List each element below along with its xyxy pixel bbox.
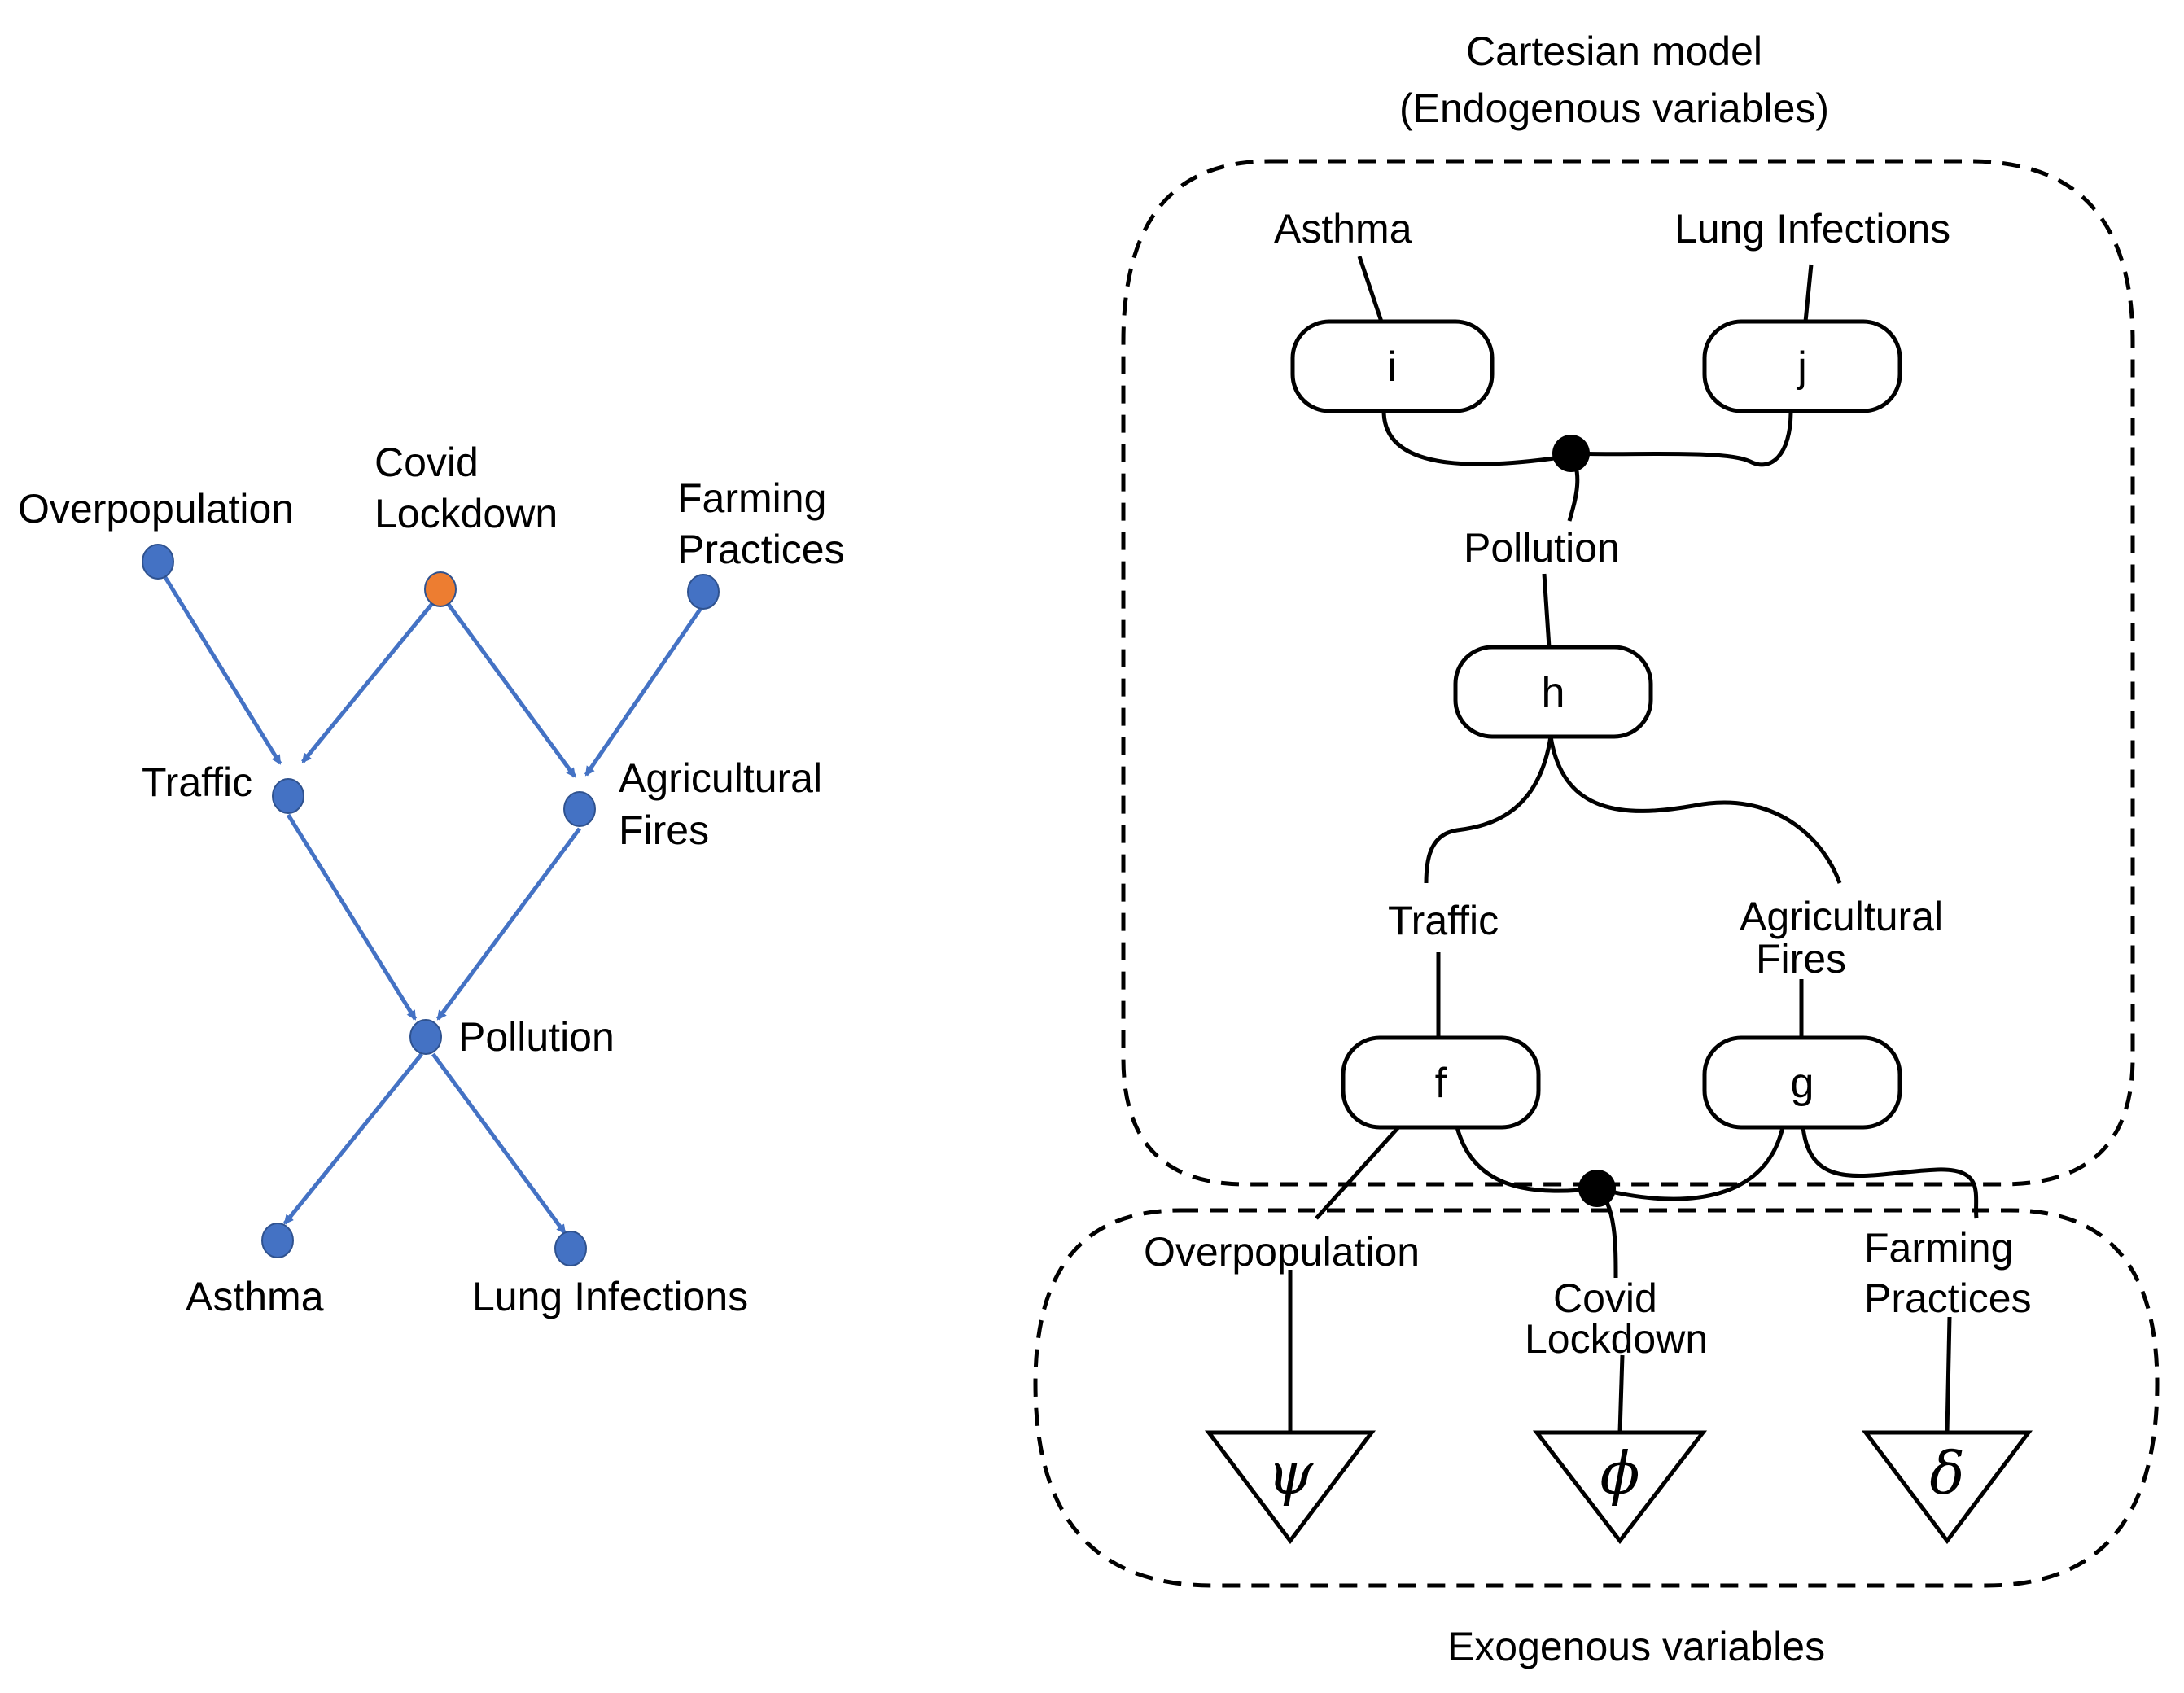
- node-asthma: [261, 1223, 294, 1258]
- label-farming-line1: Farming: [677, 475, 826, 521]
- edge-pollution-lung-infections: [431, 1052, 567, 1235]
- endogenous-title-line2: (Endogenous variables): [1399, 85, 1829, 131]
- box-i: i: [1290, 319, 1495, 413]
- wire-j-to-copy: [1570, 410, 1793, 467]
- box-g-label: g: [1791, 1060, 1814, 1107]
- wire-f-to-overpopulation: [1315, 1126, 1400, 1220]
- dag-edges: [157, 567, 707, 1235]
- wire-h-to-traffic: [1424, 736, 1553, 884]
- mechanism-boxes: i j h f g: [1290, 319, 1902, 1130]
- box-g: g: [1702, 1035, 1902, 1130]
- wire-i-to-copy: [1381, 410, 1572, 466]
- box-h: h: [1453, 645, 1653, 739]
- exogenous-states: ψ ϕ δ: [1204, 1430, 2033, 1545]
- wire-label-farming-line1: Farming: [1864, 1225, 2013, 1271]
- node-pollution: [409, 1019, 442, 1055]
- exogenous-footer: Exogenous variables: [1447, 1624, 1825, 1669]
- box-f-label: f: [1435, 1060, 1447, 1107]
- label-agri-line1: Agricultural: [619, 755, 822, 801]
- wire-f-to-covid-copy: [1455, 1126, 1598, 1193]
- box-j: j: [1702, 319, 1902, 413]
- label-covid-line2: Lockdown: [374, 491, 558, 536]
- wire-labels: Asthma Lung Infections Pollution Traffic…: [1144, 206, 2032, 1362]
- copy-dot-pollution: [1552, 435, 1590, 472]
- wire-label-covid-line1: Covid: [1553, 1275, 1657, 1321]
- wire-label-pollution: Pollution: [1464, 525, 1620, 571]
- label-lung-infections: Lung Infections: [472, 1274, 748, 1319]
- right-string-diagram: Cartesian model (Endogenous variables) E…: [1033, 28, 2160, 1669]
- copy-dot-covid-lockdown: [1578, 1170, 1616, 1207]
- wire-label-lung-infections: Lung Infections: [1674, 206, 1950, 252]
- label-overpopulation: Overpopulation: [18, 486, 294, 532]
- edge-traffic-pollution: [286, 813, 418, 1021]
- box-i-label: i: [1387, 343, 1397, 391]
- label-covid-line1: Covid: [374, 440, 479, 485]
- endogenous-title-line1: Cartesian model: [1466, 28, 1762, 74]
- psi-symbol: ψ: [1267, 1439, 1315, 1507]
- wire-g-to-farming: [1801, 1126, 1979, 1219]
- box-j-label: j: [1796, 343, 1807, 391]
- box-f: f: [1341, 1035, 1541, 1130]
- wire-label-agri-line2: Fires: [1756, 936, 1846, 982]
- wires: [1288, 256, 1979, 1433]
- node-traffic: [272, 778, 304, 814]
- dag-nodes: [142, 544, 720, 1266]
- label-traffic: Traffic: [142, 759, 252, 805]
- left-causal-graph: Overpopulation Covid Lockdown Farming Pr…: [18, 440, 845, 1319]
- label-agri-line2: Fires: [619, 807, 709, 853]
- label-farming-line2: Practices: [677, 527, 845, 572]
- phi-symbol: ϕ: [1600, 1439, 1639, 1507]
- edge-covid-agricultural-fires: [440, 595, 577, 778]
- endogenous-region: [1121, 159, 2135, 1187]
- exogenous-region: [1033, 1208, 2160, 1588]
- wire-pollution-to-h: [1542, 573, 1552, 648]
- wire-covid-to-phi: [1617, 1354, 1625, 1433]
- state-delta: δ: [1861, 1430, 2033, 1545]
- wire-asthma: [1357, 256, 1384, 322]
- node-agricultural-fires: [563, 791, 596, 827]
- edge-overpopulation-traffic: [157, 567, 282, 765]
- state-phi: ϕ: [1532, 1430, 1708, 1545]
- wire-lung-infections: [1803, 264, 1814, 322]
- wire-label-asthma: Asthma: [1274, 206, 1412, 252]
- edge-pollution-asthma: [283, 1052, 423, 1225]
- wire-label-covid-line2: Lockdown: [1525, 1316, 1708, 1362]
- wire-h-to-agricultural-fires: [1548, 736, 1842, 884]
- wire-label-traffic: Traffic: [1388, 898, 1499, 943]
- node-overpopulation: [142, 544, 174, 580]
- dag-labels: Overpopulation Covid Lockdown Farming Pr…: [18, 440, 845, 1319]
- wire-farming-to-delta: [1945, 1316, 1952, 1433]
- delta-symbol: δ: [1929, 1439, 1964, 1507]
- edge-agricultural-fires-pollution: [435, 827, 582, 1021]
- box-h-label: h: [1542, 669, 1565, 716]
- node-farming-practices: [687, 574, 720, 610]
- node-lung-infections: [554, 1231, 587, 1266]
- label-pollution: Pollution: [458, 1014, 615, 1060]
- wire-label-overpopulation: Overpopulation: [1144, 1229, 1420, 1275]
- wire-label-agri-line1: Agricultural: [1740, 894, 1943, 939]
- wire-label-farming-line2: Practices: [1864, 1275, 2032, 1321]
- label-asthma: Asthma: [186, 1274, 324, 1319]
- state-psi: ψ: [1204, 1430, 1376, 1545]
- edge-farming-agricultural-fires: [584, 601, 707, 777]
- edge-covid-traffic: [301, 595, 440, 763]
- node-covid-lockdown: [424, 571, 457, 607]
- wire-g-to-covid-copy: [1596, 1126, 1785, 1201]
